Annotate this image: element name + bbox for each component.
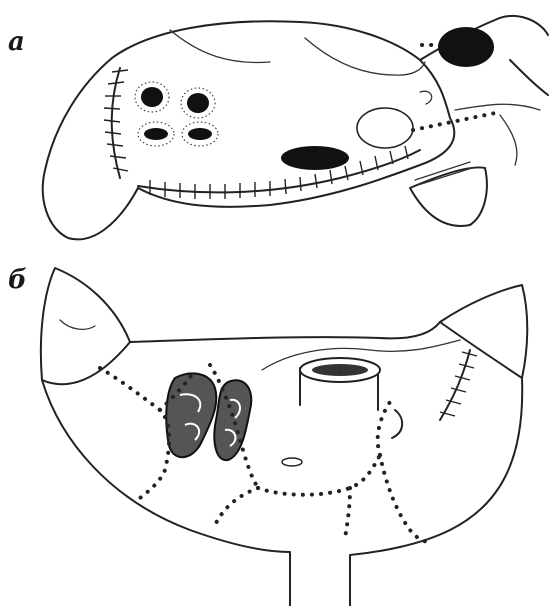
panel-b-dark-structure <box>166 373 251 460</box>
panel-a-port-cluster <box>135 82 218 146</box>
panel-a-small-loop <box>420 91 432 104</box>
panel-a-bottom-right-flap <box>410 167 487 225</box>
panel-a-upper-fold-left <box>170 30 270 63</box>
panel-b-label: б <box>8 265 27 295</box>
panel-a-right-structure-lower <box>455 104 540 165</box>
panel-b-small-opening <box>282 458 302 466</box>
panel-a-dotted-line <box>413 112 500 130</box>
panel-b-right-seam <box>440 350 470 420</box>
panel-b-left-flap-fold <box>60 320 95 329</box>
panel-a-large-port <box>281 146 349 170</box>
panel-a-upper-right-port <box>438 27 494 67</box>
panel-a-left-seam <box>112 68 120 178</box>
panel-b: б <box>8 265 527 606</box>
panel-b-crescent <box>392 410 402 438</box>
panel-a-upper-fold-right <box>305 38 425 75</box>
panel-b-left-flap <box>41 268 130 384</box>
panel-b-tube-lumen <box>312 364 368 376</box>
panel-b-body-outline <box>42 322 522 606</box>
panel-a-left-flap <box>43 58 138 239</box>
panel-b-dotted-paths <box>100 365 430 542</box>
panel-a-label: а <box>8 27 25 57</box>
panel-b-right-flap <box>440 285 527 378</box>
panel-a: а <box>8 16 548 239</box>
panel-a-open-circle <box>357 108 413 148</box>
